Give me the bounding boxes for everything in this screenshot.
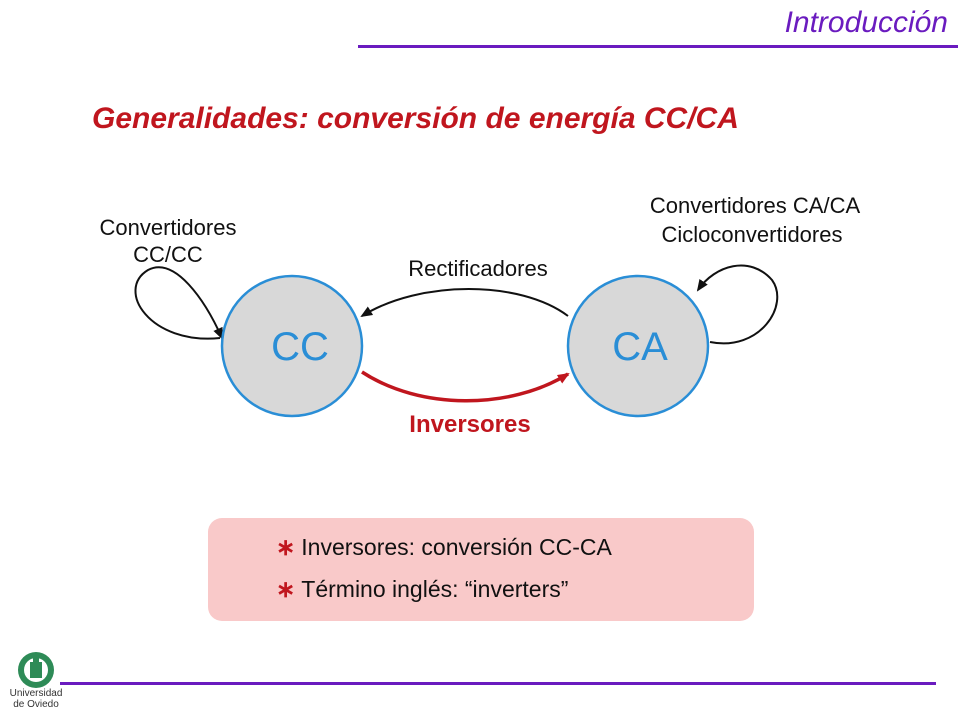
bullet-icon: ∗: [276, 576, 296, 602]
university-logo-icon: [18, 652, 54, 688]
footer-divider: [60, 682, 936, 685]
node-cc: [220, 274, 364, 418]
rectifiers-arrow: [360, 288, 569, 318]
university-name-line2: de Oviedo: [13, 699, 59, 710]
node-cc-label: CC: [271, 325, 329, 369]
slide-title: Generalidades: conversión de energía CC/…: [92, 102, 739, 135]
header-divider: [358, 45, 958, 48]
note-text: Inversores: conversión CC-CA: [301, 534, 612, 560]
cc-loop-label-line2: CC/CC: [133, 242, 203, 267]
rectifiers-label: Rectificadores: [408, 256, 547, 281]
node-ca-label: CA: [612, 325, 668, 369]
note-item: ∗Término inglés: “inverters”: [276, 576, 568, 603]
cc-loop-arrow: [134, 266, 223, 340]
ca-loop-label-line2: Cicloconvertidores: [662, 222, 843, 247]
note-text: Término inglés: “inverters”: [301, 576, 569, 602]
section-title: Introducción: [784, 6, 948, 39]
ca-loop-arrow: [696, 264, 779, 345]
cc-loop-label-line1: Convertidores: [100, 215, 237, 240]
university-name: Universidad de Oviedo: [6, 688, 66, 710]
note-item: ∗Inversores: conversión CC-CA: [276, 534, 612, 561]
inverters-label: Inversores: [409, 411, 530, 438]
bullet-icon: ∗: [276, 534, 296, 560]
inverters-arrow: [361, 370, 570, 403]
node-ca: [566, 274, 710, 418]
notes-box: ∗Inversores: conversión CC-CA ∗Término i…: [208, 518, 754, 621]
ca-loop-label-line1: Convertidores CA/CA: [650, 193, 861, 218]
university-name-line1: Universidad: [9, 688, 63, 699]
